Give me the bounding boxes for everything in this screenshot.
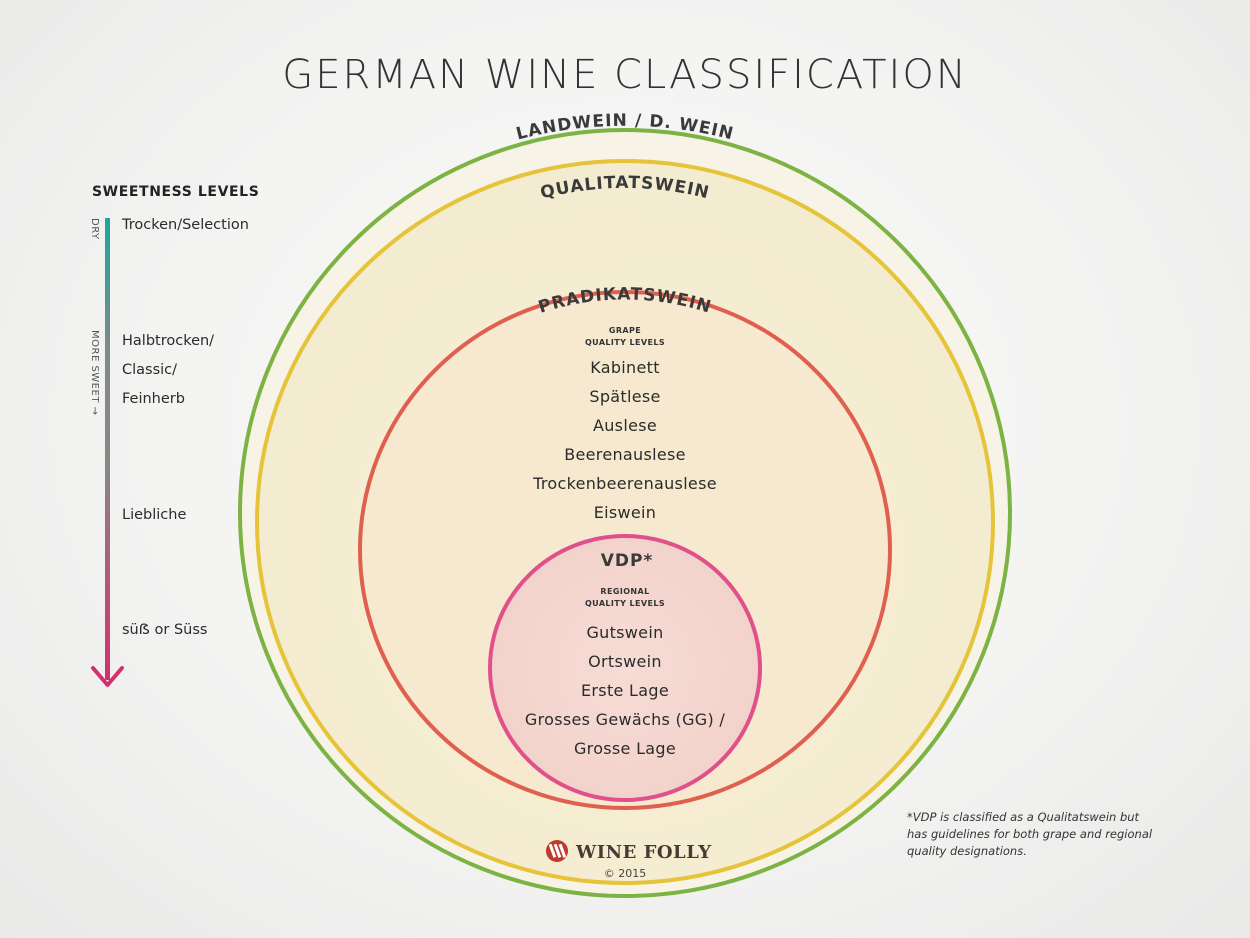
axis-dry-label: DRY (89, 218, 100, 240)
grape-subtitle-1: GRAPE (609, 326, 641, 335)
axis-sweet-label: MORE SWEET → (89, 330, 100, 415)
sweetness-item-liebliche: Liebliche (122, 507, 186, 523)
pradikat-level-item: Spätlese (589, 387, 660, 406)
vdp-label: VDP* (601, 551, 654, 571)
sweetness-item-halbtrocken: Halbtrocken/ (122, 333, 214, 349)
wine-folly-logo-icon (546, 840, 568, 862)
sweetness-item-suss: süẞ or Süss (122, 622, 207, 638)
vdp-level-item: Gutswein (586, 623, 663, 642)
grape-subtitle-2: QUALITY LEVELS (585, 338, 665, 347)
copyright: © 2015 (604, 867, 647, 880)
vdp-level-item: Grosse Lage (574, 739, 676, 758)
vdp-level-item: Grosses Gewächs (GG) / (525, 710, 726, 729)
pradikat-level-item: Eiswein (594, 503, 657, 522)
brand-name: WINE FOLLY (575, 842, 712, 863)
pradikat-level-item: Beerenauslese (564, 445, 686, 464)
vdp-ring (488, 534, 762, 802)
regional-subtitle-2: QUALITY LEVELS (585, 599, 665, 608)
footnote-line-2: has guidelines for both grape and region… (907, 827, 1153, 841)
pradikat-level-item: Trockenbeerenauslese (532, 474, 717, 493)
sweetness-item-feinherb: Feinherb (122, 391, 185, 407)
sweetness-arrow-shaft (105, 218, 110, 680)
footnote-line-1: *VDP is classified as a Qualitatswein bu… (907, 810, 1140, 824)
pradikat-levels: KabinettSpätleseAusleseBeerenausleseTroc… (532, 358, 717, 522)
sweetness-item-classic: Classic/ (122, 362, 177, 378)
pradikat-level-item: Auslese (593, 416, 657, 435)
regional-subtitle-1: REGIONAL (600, 587, 649, 596)
sweetness-heading: SWEETNESS LEVELS (92, 184, 259, 200)
sweetness-item-trocken: Trocken/Selection (121, 217, 249, 233)
sweetness-arrow-head (91, 666, 124, 687)
vdp-level-item: Ortswein (588, 652, 662, 671)
pradikat-level-item: Kabinett (590, 358, 660, 377)
vdp-level-item: Erste Lage (581, 681, 669, 700)
page-title: GERMAN WINE CLASSIFICATION (282, 52, 968, 98)
footnote-line-3: quality designations. (907, 844, 1027, 858)
